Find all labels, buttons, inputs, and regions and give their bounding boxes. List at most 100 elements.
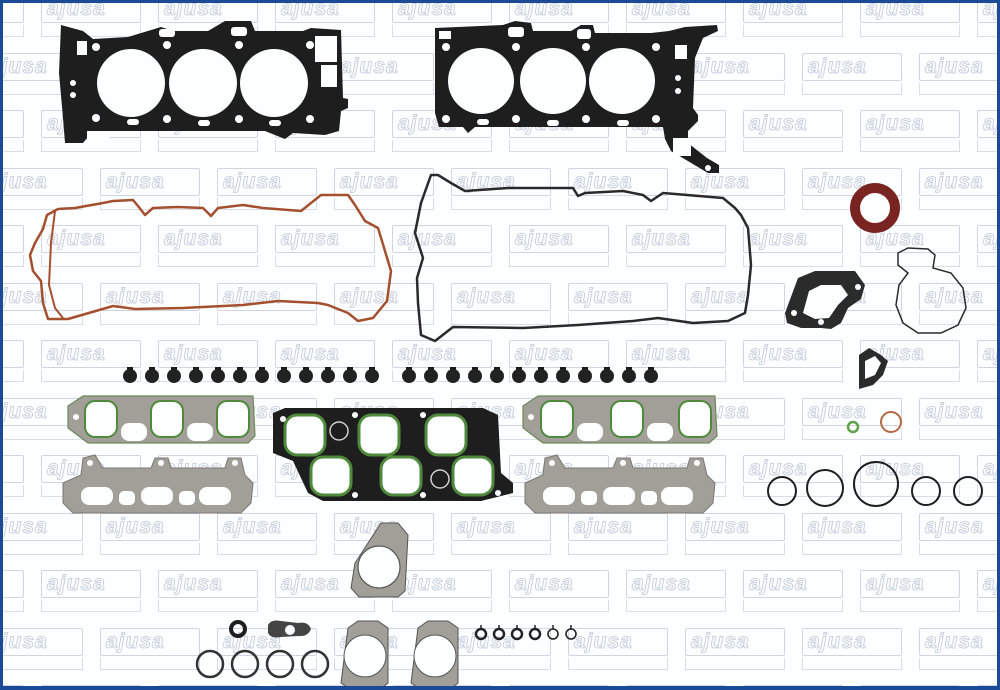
o-rings-right-row — [767, 461, 983, 507]
bolt-icon — [255, 367, 269, 383]
watermark-tile: ajusa — [626, 340, 726, 386]
bolt-icon — [468, 367, 482, 383]
vacuum-pump-seal — [895, 247, 967, 334]
bolt-icon — [211, 367, 225, 383]
valve-cover-gasket-right — [413, 173, 753, 343]
valve-cover-gasket-left — [28, 193, 393, 323]
watermark-tile: ajusa — [919, 627, 997, 674]
watermark-tile: ajusa — [685, 512, 785, 559]
watermark-tile: ajusa — [509, 225, 609, 271]
watermark-tile: ajusa — [3, 570, 24, 616]
intake-manifold-gasket — [273, 408, 513, 501]
watermark-tile: ajusa — [3, 110, 24, 156]
watermark-tile: ajusa — [41, 3, 141, 41]
watermark-tile: ajusa — [3, 3, 24, 41]
watermark-tile: ajusa — [802, 167, 902, 214]
bolt-icon — [123, 367, 137, 383]
watermark-tile: ajusa — [743, 225, 843, 271]
watermark-tile: ajusa — [626, 685, 726, 686]
watermark-tile: ajusa — [860, 3, 960, 41]
watermark-tile: ajusa — [158, 340, 258, 386]
egr-gasket-left — [340, 620, 389, 686]
intake-port-gasket-left — [67, 395, 256, 444]
watermark-tile: ajusa — [568, 167, 668, 214]
watermark-tile: ajusa — [568, 627, 668, 674]
o-ring-small-green — [846, 420, 860, 434]
clip-icon — [474, 627, 488, 641]
bolt-icon — [145, 367, 159, 383]
watermark-tile: ajusa — [392, 340, 492, 386]
bolt-icon — [578, 367, 592, 383]
watermark-tile: ajusa — [743, 455, 843, 501]
clip-icon — [565, 628, 577, 640]
watermark-tile: ajusa — [451, 282, 551, 329]
watermark-tile: ajusa — [275, 225, 375, 271]
watermark-tile: ajusa — [3, 627, 83, 674]
gasket-set-parts — [3, 3, 997, 686]
watermark-tile: ajusa — [743, 110, 843, 156]
bolt-icon — [402, 367, 416, 383]
watermark-tile: ajusa — [3, 340, 24, 386]
watermark-tile: ajusa — [919, 512, 997, 559]
head-gasket-right — [435, 21, 719, 173]
crankshaft-seal — [850, 183, 900, 233]
bolt-icon — [622, 367, 636, 383]
watermark-tile: ajusa — [685, 627, 785, 674]
head-bolts-left-row — [123, 367, 379, 383]
bolt-icon — [446, 367, 460, 383]
watermark-tile: ajusa — [568, 282, 668, 329]
watermark-tile: ajusa — [626, 570, 726, 616]
clip-icon — [492, 627, 506, 641]
bolt-icon — [233, 367, 247, 383]
watermark-tile: ajusa — [509, 570, 609, 616]
hose-clips-row — [474, 625, 577, 641]
watermark-tile: ajusa — [860, 110, 960, 156]
bolt-icon — [321, 367, 335, 383]
clip-icon — [528, 627, 542, 641]
oil-feed-gasket — [268, 620, 311, 638]
watermark-tile: ajusa — [802, 397, 902, 444]
watermark-tile: ajusa — [158, 685, 258, 686]
watermark-tile: ajusa — [392, 570, 492, 616]
watermark-tile: ajusa — [743, 685, 843, 686]
watermark-tile: ajusa — [626, 225, 726, 271]
watermark-tile: ajusa — [860, 570, 960, 616]
bolt-icon — [600, 367, 614, 383]
bolt-icon — [534, 367, 548, 383]
bolt-icon — [189, 367, 203, 383]
watermark-tile: ajusa — [860, 455, 960, 501]
bolt-icon — [343, 367, 357, 383]
bolt-icon — [277, 367, 291, 383]
watermark-tile: ajusa — [451, 512, 551, 559]
watermark-tile: ajusa — [217, 167, 317, 214]
watermark-tile: ajusa — [743, 3, 843, 41]
watermark-tile: ajusa — [3, 167, 83, 214]
bolt-icon — [644, 367, 658, 383]
watermark-tile: ajusa — [977, 110, 997, 156]
watermark-tile: ajusa — [158, 225, 258, 271]
head-gasket-left — [59, 21, 348, 143]
watermark-tile: ajusa — [977, 570, 997, 616]
bolt-icon — [299, 367, 313, 383]
head-bolts-right-row — [402, 367, 658, 383]
watermark-tile: ajusa — [158, 570, 258, 616]
exhaust-flange-gasket — [350, 522, 409, 598]
bolt-icon — [556, 367, 570, 383]
watermark-tile: ajusa — [919, 167, 997, 214]
watermark-tile: ajusa — [685, 282, 785, 329]
watermark-tile: ajusa — [802, 627, 902, 674]
watermark-tile: ajusa — [3, 685, 24, 686]
bolt-icon — [365, 367, 379, 383]
watermark-tile: ajusa — [977, 3, 997, 41]
watermark-tile: ajusa — [275, 570, 375, 616]
watermark-tile: ajusa — [334, 52, 434, 99]
exhaust-manifold-gasket-right — [524, 454, 716, 514]
watermark-tile: ajusa — [3, 455, 24, 501]
watermark-tile: ajusa — [977, 455, 997, 501]
watermark-tile: ajusa — [919, 52, 997, 99]
watermark-tile: ajusa — [977, 225, 997, 271]
watermark-tile: ajusa — [743, 340, 843, 386]
watermark-tile: ajusa — [41, 340, 141, 386]
clip-icon — [547, 628, 559, 640]
watermark-tile: ajusa — [3, 225, 24, 271]
